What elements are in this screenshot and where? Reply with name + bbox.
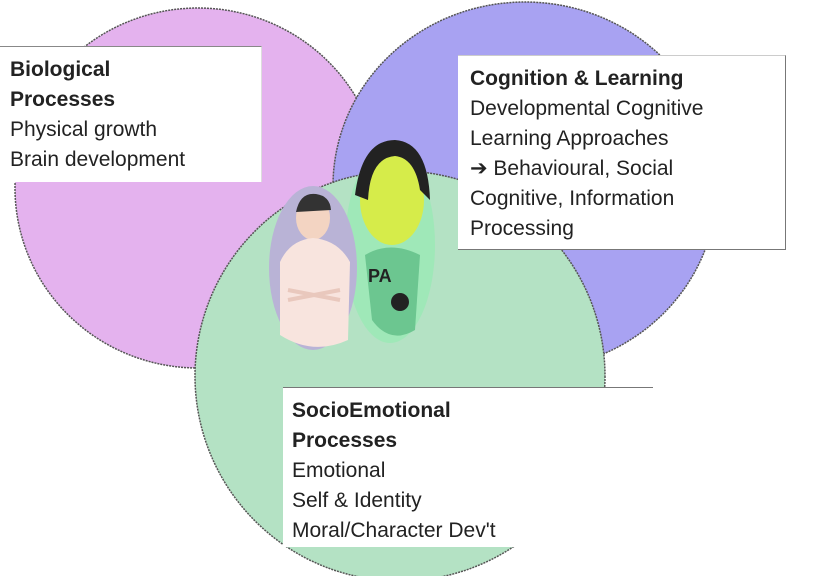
photo-girl: PA [345,140,435,343]
cognition-title: Cognition & Learning [470,67,684,90]
biological-title-line2: Processes [10,88,116,111]
cognition-line: Learning Approaches [470,127,669,150]
photo-boy [269,186,357,350]
biological-title-line1: Biological [10,58,111,81]
socioemotional-title-line1: SocioEmotional [292,399,451,422]
cognition-learning-label: Cognition & Learning Developmental Cogni… [458,55,786,250]
socioemotional-item: Emotional [292,459,386,482]
biological-processes-label: Biological Processes Physical growth Bra… [0,46,262,182]
socioemotional-item: Self & Identity [292,489,422,512]
svg-text:PA: PA [368,266,392,286]
socioemotional-item: Moral/Character Dev't [292,519,496,542]
cognition-line: ➔ Behavioural, Social [470,157,674,180]
biological-item: Brain development [10,148,186,171]
cognition-line: Developmental Cognitive [470,97,704,120]
biological-item: Physical growth [10,118,158,141]
cognition-line: Cognitive, Information [470,187,675,210]
socioemotional-processes-label: SocioEmotional Processes Emotional Self … [283,387,653,547]
cognition-line: Processing [470,217,574,240]
socioemotional-title-line2: Processes [292,429,398,452]
